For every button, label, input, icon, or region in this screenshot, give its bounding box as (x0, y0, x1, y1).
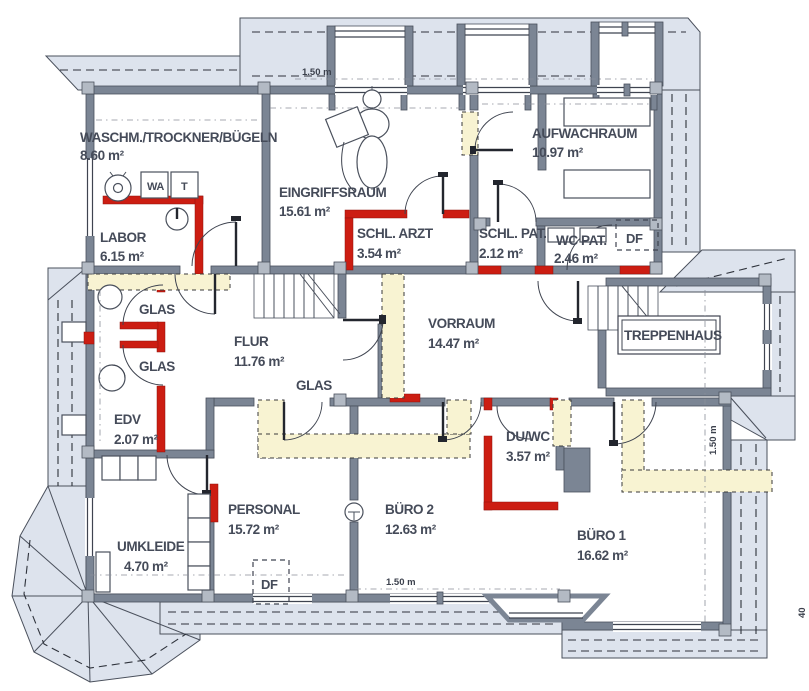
fixtures (95, 86, 721, 605)
room-labels: WASCHM./TROCKNER/BÜGELN 8.60 m² LABOR 6.… (80, 126, 722, 592)
room-label-flur: FLUR (234, 334, 269, 349)
room-area-schl-arzt: 3.54 m² (357, 246, 402, 261)
room-area-aufwachraum: 10.97 m² (532, 145, 584, 160)
lockers (95, 455, 211, 593)
room-label-schl-pat: SCHL. PAT. (479, 226, 547, 241)
dim-40-edge: 40 (797, 607, 808, 618)
sink2-icon (98, 364, 126, 392)
wc-toilet (579, 227, 607, 243)
glas-label-2: GLAS (139, 359, 175, 374)
room-label-aufwachraum: AUFWACHRAUM (532, 126, 637, 141)
bay-window (481, 593, 611, 623)
room-area-buero1: 16.62 m² (577, 548, 629, 563)
room-label-wc-pat: WC PAT. (556, 233, 607, 248)
room-label-treppenhaus: TREPPENHAUS (624, 328, 722, 343)
room-area-buero2: 12.63 m² (385, 522, 437, 537)
boiler-icon (165, 207, 189, 231)
room-area-flur: 11.76 m² (234, 354, 285, 369)
room-area-du-wc: 3.57 m² (506, 449, 551, 464)
height-lines (90, 78, 706, 630)
room-label-waschm: WASCHM./TROCKNER/BÜGELN (80, 130, 277, 145)
glas-label-1: GLAS (139, 302, 175, 317)
room-area-vorraum: 14.47 m² (428, 336, 480, 351)
room-area-labor: 6.15 m² (100, 249, 145, 264)
dim-150-right: 1.50 m (708, 425, 719, 455)
room-label-schl-arzt: SCHL. ARZT (357, 226, 434, 241)
doors (122, 111, 657, 496)
dryer-box (170, 171, 199, 199)
room-label-buero2: BÜRO 2 (385, 502, 434, 517)
skylight-label-1: DF (626, 231, 643, 246)
room-area-schl-pat: 2.12 m² (479, 246, 524, 261)
dormer-windows (326, 21, 664, 87)
sink-icon (97, 284, 123, 310)
dim-150-top: 1.50 m (302, 67, 332, 78)
washer-label: WA (147, 181, 164, 193)
skylight-label-2: DF (261, 577, 278, 592)
washer-box (140, 171, 169, 199)
outlet-icon (344, 502, 364, 522)
operating-chair-icon (324, 86, 390, 193)
glas-label-3: GLAS (296, 378, 332, 393)
red-accent-walls (83, 195, 655, 523)
escape-routes (87, 111, 773, 493)
room-area-umkleide: 4.70 m² (124, 559, 169, 574)
treppenhaus-label-box (617, 315, 721, 355)
washing-machine-icon (104, 171, 132, 202)
wc-sink (547, 227, 575, 243)
room-area-personal: 15.72 m² (228, 522, 280, 537)
room-area-wc-pat: 2.46 m² (554, 251, 599, 266)
dim-150-bottom: 1.50 m (386, 577, 416, 588)
room-label-buero1: BÜRO 1 (577, 528, 626, 543)
room-area-waschm: 8.60 m² (80, 148, 125, 163)
room-area-edv: 2.07 m² (114, 432, 159, 447)
dryer-label: T (181, 181, 188, 193)
room-label-umkleide: UMKLEIDE (117, 539, 185, 554)
dimension-labels: 1.50 m 1.50 m 1.50 m 40 (302, 67, 808, 618)
room-label-personal: PERSONAL (228, 502, 300, 517)
skylight-box (252, 559, 290, 605)
skylight-box (615, 219, 659, 251)
room-area-eingriffsraum: 15.61 m² (279, 204, 331, 219)
room-label-labor: LABOR (100, 230, 147, 245)
room-label-vorraum: VORRAUM (428, 316, 495, 331)
bed-icon (563, 97, 651, 199)
room-label-eingriffsraum: EINGRIFFSRAUM (279, 185, 386, 200)
turret-roof (12, 485, 201, 683)
room-label-du-wc: DU/WC (506, 429, 550, 444)
room-label-edv: EDV (114, 412, 141, 427)
wall-posts (81, 81, 772, 637)
stairs-main (253, 273, 341, 319)
